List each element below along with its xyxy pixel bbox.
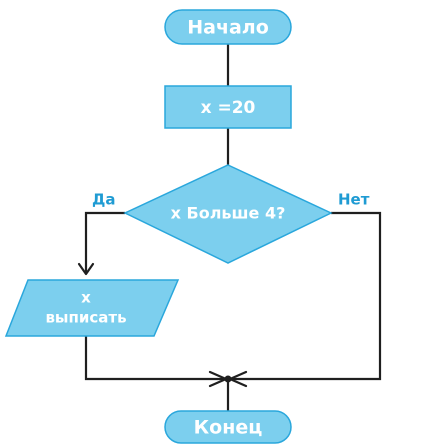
connector-yes-branch <box>84 211 125 274</box>
no-branch-label: Нет <box>338 191 370 209</box>
start-label: Начало <box>187 17 269 39</box>
assign-process-shape <box>164 85 292 129</box>
arrow-head-to-output <box>77 262 95 276</box>
output-label-line1: x <box>81 289 91 307</box>
connector-no-branch <box>228 211 382 381</box>
end-label: Конец <box>194 417 263 439</box>
decision-node: x Больше 4? <box>123 164 333 264</box>
connector-output-to-merge <box>84 336 228 381</box>
start-terminal-shape <box>164 9 292 45</box>
decision-label: x Больше 4? <box>171 204 286 223</box>
output-parallelogram-shape <box>4 279 180 337</box>
decision-diamond-shape <box>123 164 333 264</box>
connectors <box>77 44 382 411</box>
end-terminal: Конец <box>164 410 292 444</box>
output-label-line2: выписать <box>45 309 126 327</box>
yes-branch-label: Да <box>92 191 115 209</box>
end-terminal-shape <box>164 410 292 444</box>
assign-label: x =20 <box>201 98 256 118</box>
output-io: x выписать <box>4 279 180 337</box>
start-terminal: Начало <box>164 9 292 45</box>
assign-process: x =20 <box>164 85 292 129</box>
